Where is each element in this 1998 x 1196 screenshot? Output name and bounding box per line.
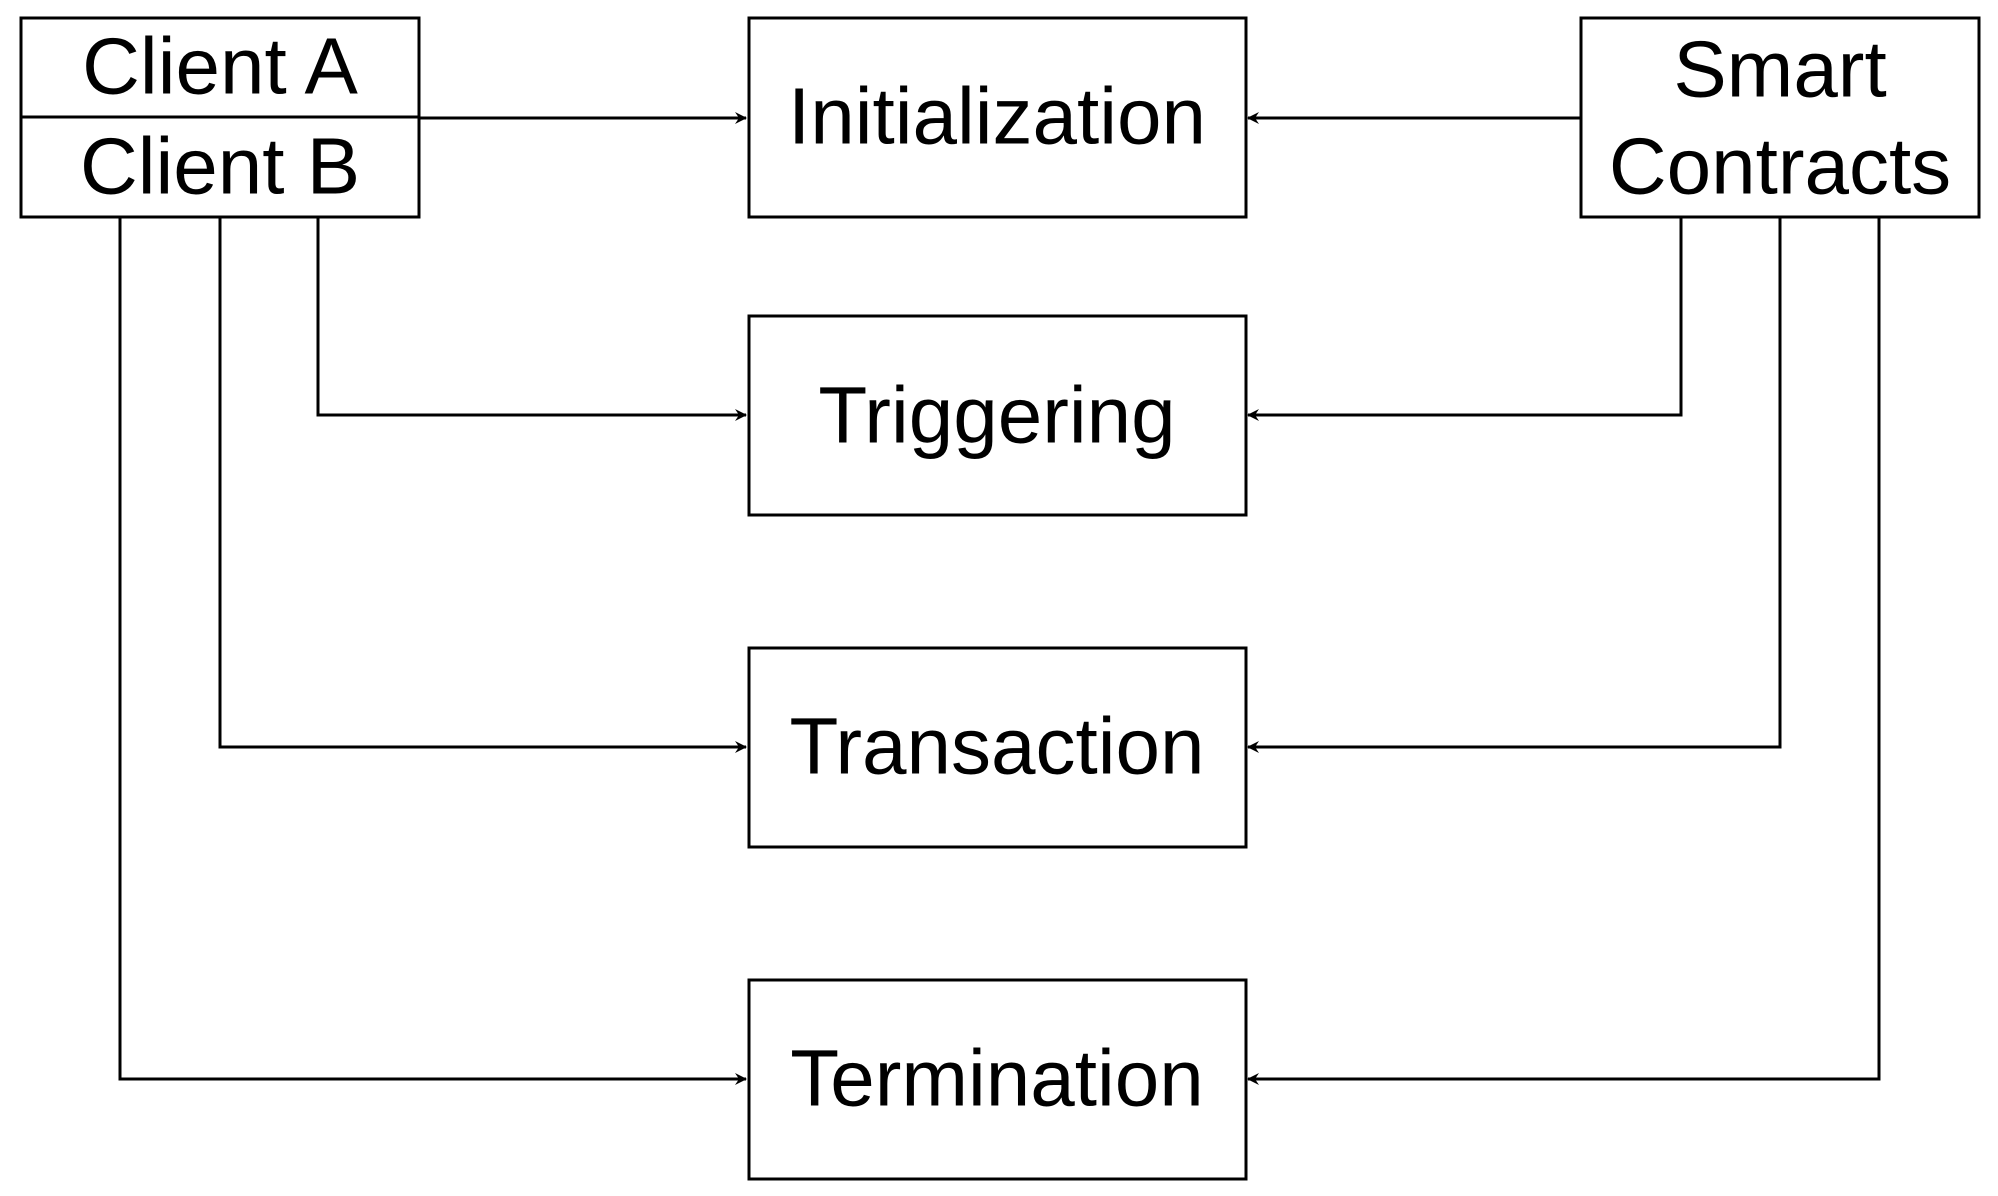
triggering-box bbox=[747, 314, 1248, 517]
stage-transaction: Transaction bbox=[747, 646, 1248, 849]
client-a-box bbox=[19, 16, 421, 119]
client-b-box bbox=[19, 115, 421, 219]
edge-clients-to-transaction bbox=[218, 217, 747, 753]
smart-contracts-label-line1: Smart bbox=[1673, 25, 1886, 114]
smart-contracts-rect bbox=[1579, 16, 1981, 219]
connectors bbox=[118, 112, 1881, 1085]
edge-smart-contracts-to-transaction bbox=[1247, 217, 1782, 753]
transaction-box bbox=[747, 646, 1248, 849]
transaction-label: Transaction bbox=[790, 702, 1205, 791]
termination-label: Termination bbox=[790, 1034, 1204, 1123]
termination-box bbox=[747, 978, 1248, 1181]
smart-contracts-box: Smart Contracts bbox=[1579, 16, 1981, 219]
client-b-label: Client B bbox=[80, 122, 360, 211]
smart-contracts-label-line2: Contracts bbox=[1609, 122, 1951, 211]
stage-triggering: Triggering bbox=[747, 314, 1248, 517]
edge-clients-to-triggering bbox=[316, 217, 747, 421]
initialization-label: Initialization bbox=[788, 72, 1206, 161]
clients-box: Client A Client B bbox=[19, 16, 421, 219]
edge-smart-contracts-to-triggering bbox=[1247, 217, 1683, 421]
edge-clients-to-termination bbox=[118, 217, 747, 1085]
triggering-label: Triggering bbox=[818, 371, 1175, 460]
stage-termination: Termination bbox=[747, 978, 1248, 1181]
edge-smart-contracts-to-termination bbox=[1247, 217, 1881, 1085]
client-a-label: Client A bbox=[82, 22, 358, 111]
stage-initialization: Initialization bbox=[747, 16, 1248, 219]
initialization-box bbox=[747, 16, 1248, 219]
